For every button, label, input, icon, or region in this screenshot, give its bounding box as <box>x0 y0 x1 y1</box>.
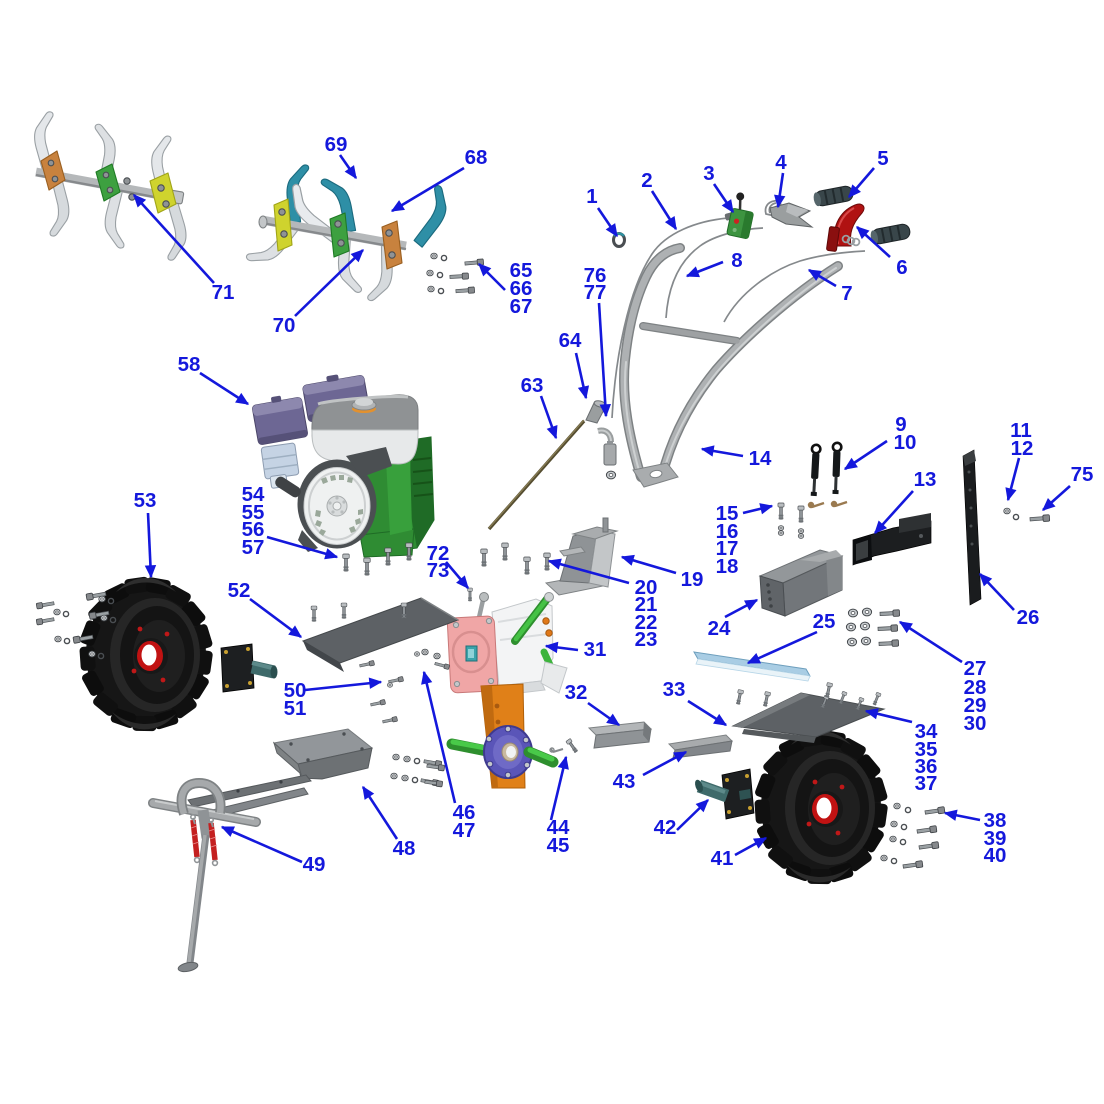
svg-text:16: 16 <box>716 520 739 543</box>
svg-text:71: 71 <box>212 281 235 304</box>
svg-text:44: 44 <box>547 816 570 839</box>
svg-text:42: 42 <box>654 816 677 839</box>
svg-text:2: 2 <box>641 169 652 192</box>
svg-text:64: 64 <box>559 329 582 352</box>
svg-text:77: 77 <box>584 281 607 304</box>
svg-text:7: 7 <box>841 282 852 305</box>
svg-text:66: 66 <box>510 277 533 300</box>
svg-text:47: 47 <box>453 819 476 842</box>
svg-text:10: 10 <box>894 431 917 454</box>
svg-text:9: 9 <box>895 413 906 436</box>
svg-text:25: 25 <box>813 610 836 633</box>
svg-text:54: 54 <box>242 483 265 506</box>
svg-text:3: 3 <box>703 162 714 185</box>
svg-text:75: 75 <box>1071 463 1094 486</box>
svg-text:24: 24 <box>708 617 731 640</box>
svg-text:27: 27 <box>964 657 987 680</box>
svg-text:18: 18 <box>716 555 739 578</box>
svg-text:43: 43 <box>613 770 636 793</box>
svg-text:13: 13 <box>914 468 937 491</box>
svg-text:53: 53 <box>134 489 157 512</box>
svg-text:4: 4 <box>775 151 787 174</box>
svg-text:56: 56 <box>242 518 265 541</box>
svg-text:37: 37 <box>915 772 938 795</box>
svg-text:29: 29 <box>964 694 987 717</box>
svg-text:35: 35 <box>915 738 938 761</box>
svg-text:50: 50 <box>284 679 307 702</box>
svg-text:17: 17 <box>716 537 739 560</box>
svg-text:51: 51 <box>284 697 307 720</box>
svg-text:26: 26 <box>1017 606 1040 629</box>
svg-text:65: 65 <box>510 259 533 282</box>
svg-text:63: 63 <box>521 374 544 397</box>
svg-text:38: 38 <box>984 809 1007 832</box>
svg-text:69: 69 <box>325 133 348 156</box>
svg-text:33: 33 <box>663 678 686 701</box>
svg-text:72: 72 <box>427 542 450 565</box>
svg-text:52: 52 <box>228 579 251 602</box>
svg-text:67: 67 <box>510 295 533 318</box>
svg-text:70: 70 <box>273 314 296 337</box>
svg-text:31: 31 <box>584 638 607 661</box>
svg-text:11: 11 <box>1010 419 1032 442</box>
svg-text:5: 5 <box>877 147 888 170</box>
svg-text:49: 49 <box>303 853 326 876</box>
svg-text:21: 21 <box>635 593 658 616</box>
svg-text:68: 68 <box>465 146 488 169</box>
svg-text:20: 20 <box>635 576 658 599</box>
svg-text:34: 34 <box>915 720 938 743</box>
svg-text:76: 76 <box>584 264 607 287</box>
svg-text:55: 55 <box>242 501 265 524</box>
svg-text:19: 19 <box>681 568 704 591</box>
svg-text:48: 48 <box>393 837 416 860</box>
svg-text:8: 8 <box>731 249 742 272</box>
svg-text:40: 40 <box>984 844 1007 867</box>
svg-text:45: 45 <box>547 834 570 857</box>
svg-text:39: 39 <box>984 827 1007 850</box>
svg-text:28: 28 <box>964 676 987 699</box>
svg-text:14: 14 <box>749 447 772 470</box>
svg-text:12: 12 <box>1011 437 1034 460</box>
svg-text:46: 46 <box>453 801 476 824</box>
svg-text:41: 41 <box>711 847 734 870</box>
svg-text:22: 22 <box>635 611 658 634</box>
svg-text:73: 73 <box>427 559 450 582</box>
svg-text:57: 57 <box>242 536 265 559</box>
svg-text:58: 58 <box>178 353 201 376</box>
svg-text:32: 32 <box>565 681 588 704</box>
svg-text:36: 36 <box>915 755 938 778</box>
svg-text:6: 6 <box>896 256 907 279</box>
svg-text:30: 30 <box>964 712 987 735</box>
svg-text:23: 23 <box>635 628 658 651</box>
svg-text:1: 1 <box>586 185 597 208</box>
svg-text:15: 15 <box>716 502 739 525</box>
